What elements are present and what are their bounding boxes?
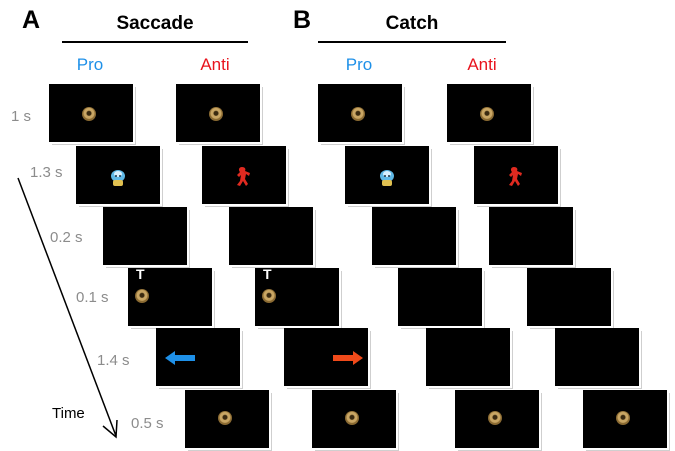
cartoon-cue-icon — [380, 170, 394, 186]
duration-label: 0.1 s — [76, 289, 109, 306]
red-figure-cue-icon — [509, 167, 522, 186]
screen-saccade-anti-cue — [202, 146, 286, 204]
fixation-dot-icon — [480, 107, 494, 121]
red-figure-cue-icon — [237, 167, 250, 186]
fixation-dot-icon — [616, 411, 630, 425]
screen-saccade-anti-target: T — [255, 266, 339, 326]
time-axis-label: Time — [52, 405, 85, 422]
screen-saccade-anti-fixation-end — [312, 390, 396, 448]
screen-catch-pro-fixation — [318, 84, 402, 142]
left-arrow-icon — [165, 351, 195, 365]
screen-catch-pro-gap — [372, 207, 456, 265]
fixation-dot-icon — [351, 107, 365, 121]
panel-a-letter: A — [22, 6, 41, 34]
screen-saccade-anti-fixation — [176, 84, 260, 142]
right-arrow-icon — [333, 351, 363, 365]
col-label-catch-pro: Pro — [345, 55, 373, 74]
duration-label: 1 s — [11, 108, 32, 125]
fixation-dot-icon — [135, 289, 149, 303]
screen-saccade-anti-response — [284, 328, 368, 386]
fixation-dot-icon — [218, 411, 232, 425]
fixation-dot-icon — [262, 289, 276, 303]
screen-catch-anti-cue — [474, 146, 558, 204]
screen-catch-pro-blank-2 — [426, 328, 510, 386]
screen-catch-pro-blank — [398, 268, 482, 326]
screen-catch-anti-fixation — [447, 84, 531, 142]
panel-a-title: Saccade — [62, 13, 248, 43]
fixation-dot-icon — [488, 411, 502, 425]
screen-saccade-pro-fixation — [49, 84, 133, 142]
screen-saccade-pro-target: T — [128, 266, 212, 326]
col-label-saccade-anti: Anti — [200, 55, 230, 74]
fixation-dot-icon — [82, 107, 96, 121]
screen-catch-anti-fixation-end — [583, 390, 667, 448]
duration-label: 0.5 s — [131, 415, 164, 432]
panel-b-letter: B — [293, 6, 312, 34]
screen-saccade-anti-gap — [229, 207, 313, 265]
screen-saccade-pro-gap — [103, 207, 187, 265]
cartoon-cue-icon — [111, 170, 125, 186]
screen-saccade-pro-response — [156, 328, 240, 386]
target-letter: T — [263, 266, 272, 282]
fixation-dot-icon — [209, 107, 223, 121]
screen-catch-pro-fixation-end — [455, 390, 539, 448]
screen-catch-anti-blank-2 — [555, 328, 639, 386]
screen-catch-anti-gap — [489, 207, 573, 265]
col-label-catch-anti: Anti — [467, 55, 497, 74]
duration-label: 1.3 s — [30, 164, 63, 181]
screen-saccade-pro-fixation-end — [185, 390, 269, 448]
screen-saccade-pro-cue — [76, 146, 160, 204]
panel-b-title: Catch — [318, 13, 506, 43]
screen-catch-anti-blank — [527, 268, 611, 326]
fixation-dot-icon — [345, 411, 359, 425]
target-letter: T — [136, 266, 145, 282]
duration-label: 1.4 s — [97, 352, 130, 369]
col-label-saccade-pro: Pro — [76, 55, 104, 74]
duration-label: 0.2 s — [50, 229, 83, 246]
screen-catch-pro-cue — [345, 146, 429, 204]
